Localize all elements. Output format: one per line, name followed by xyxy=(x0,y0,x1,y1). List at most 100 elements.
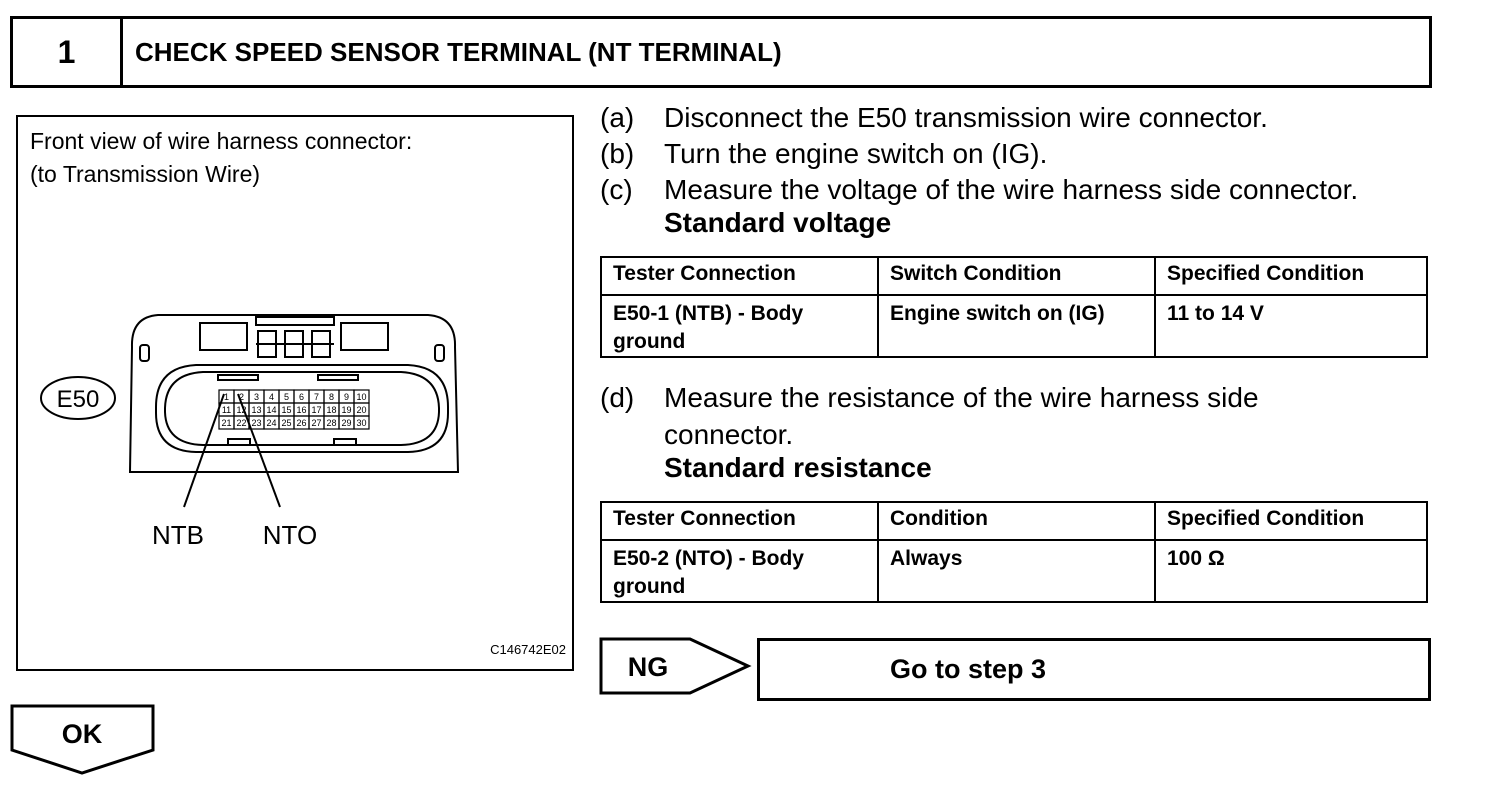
column-header: Tester Connection xyxy=(600,501,879,541)
connection-line: E50-2 (NTO) - Body xyxy=(613,547,804,570)
instruction-label: (a) xyxy=(600,102,635,133)
ok-arrow: OK xyxy=(10,704,155,775)
tester-connection-cell: E50-2 (NTO) - Body ground xyxy=(600,539,879,603)
goto-step-text: Go to step 3 xyxy=(890,654,1047,684)
instruction-label: (c) xyxy=(600,174,633,205)
instruction-text: Turn the engine switch on (IG). xyxy=(664,138,1048,169)
specified-condition-cell: 11 to 14 V xyxy=(1154,294,1428,358)
connector-pin-number: 11 xyxy=(222,405,231,415)
connector-pin-number: 2 xyxy=(239,392,244,402)
step-header: 1 CHECK SPEED SENSOR TERMINAL (NT TERMIN… xyxy=(10,16,1432,88)
connector-key xyxy=(217,374,259,381)
step-number: 1 xyxy=(13,19,123,85)
resistance-table: Tester Connection Condition Specified Co… xyxy=(600,501,1428,603)
connector-latch xyxy=(255,316,335,326)
connector-pin-number: 22 xyxy=(236,418,246,428)
connector-pin-number: 20 xyxy=(356,405,366,415)
connector-face xyxy=(155,364,449,453)
connector-pin-number: 3 xyxy=(254,392,259,402)
connector-pin-number: 16 xyxy=(296,405,306,415)
connector-pin-number: 24 xyxy=(266,418,276,428)
goto-step-box[interactable]: Go to step 3 xyxy=(757,638,1431,701)
resistance-heading: Standard resistance xyxy=(664,452,932,483)
connector-pin-number: 9 xyxy=(344,392,349,402)
table-row: E50-1 (NTB) - Body ground Engine switch … xyxy=(600,294,1428,358)
instruction-text: Measure the voltage of the wire harness … xyxy=(664,174,1359,205)
connector-pin-number: 6 xyxy=(299,392,304,402)
callout-ntb: NTB xyxy=(152,520,204,550)
column-header: Tester Connection xyxy=(600,256,879,296)
connector-housing xyxy=(128,314,460,473)
connector-figure: Front view of wire harness connector: (t… xyxy=(16,115,574,671)
column-header: Specified Condition xyxy=(1154,256,1428,296)
condition-cell: Always xyxy=(877,539,1156,603)
instruction-b: (b) Turn the engine switch on (IG). xyxy=(600,136,1430,172)
connector-pin-number: 25 xyxy=(281,418,291,428)
tester-connection-cell: E50-1 (NTB) - Body ground xyxy=(600,294,879,358)
connector-pin-number: 8 xyxy=(329,392,334,402)
instruction-d: (d) Measure the resistance of the wire h… xyxy=(600,380,1430,452)
connector-pin-number: 30 xyxy=(356,418,366,428)
connector-pin-number: 23 xyxy=(251,418,261,428)
ng-arrow: NG xyxy=(599,637,752,695)
connector-pin-number: 27 xyxy=(311,418,321,428)
connector-side-nub xyxy=(434,344,445,362)
connector-key xyxy=(317,374,359,381)
ng-label: NG xyxy=(628,652,669,682)
figure-caption-line1: Front view of wire harness connector: xyxy=(30,128,413,154)
connector-latch xyxy=(340,322,389,351)
connector-pin-number: 5 xyxy=(284,392,289,402)
instruction-text: Measure the resistance of the wire harne… xyxy=(664,382,1259,413)
step-title: CHECK SPEED SENSOR TERMINAL (NT TERMINAL… xyxy=(135,36,782,67)
connector-pin-number: 7 xyxy=(314,392,319,402)
connector-face xyxy=(164,371,440,446)
instruction-text: Disconnect the E50 transmission wire con… xyxy=(664,102,1268,133)
connector-pin-number: 29 xyxy=(341,418,351,428)
table-header-row: Tester Connection Switch Condition Speci… xyxy=(600,256,1428,296)
connection-line: ground xyxy=(613,330,686,353)
connection-line: ground xyxy=(613,575,686,598)
voltage-table: Tester Connection Switch Condition Speci… xyxy=(600,256,1428,358)
table-header-row: Tester Connection Condition Specified Co… xyxy=(600,501,1428,541)
instruction-a: (a) Disconnect the E50 transmission wire… xyxy=(600,100,1430,136)
table-row: E50-2 (NTO) - Body ground Always 100 Ω xyxy=(600,539,1428,603)
connector-side-nub xyxy=(139,344,150,362)
instruction-label: (b) xyxy=(600,138,635,169)
connector-pin-number: 10 xyxy=(356,392,366,402)
connector-pin-number: 15 xyxy=(281,405,291,415)
column-header: Specified Condition xyxy=(1154,501,1428,541)
connector-latch xyxy=(199,322,248,351)
connector-pin-number: 12 xyxy=(236,405,246,415)
connector-pin-number: 1 xyxy=(224,392,229,402)
nto-leader xyxy=(237,393,281,508)
figure-code: C146742E02 xyxy=(490,642,566,657)
connector-pin-number: 26 xyxy=(296,418,306,428)
connector-pin-number: 13 xyxy=(251,405,261,415)
connector-pin-number: 4 xyxy=(269,392,274,402)
connector-key xyxy=(333,438,357,446)
voltage-heading: Standard voltage xyxy=(664,207,892,238)
connector-pin-number: 19 xyxy=(341,405,351,415)
specified-condition-cell: 100 Ω xyxy=(1154,539,1428,603)
connector-pin-number: 17 xyxy=(311,405,321,415)
ok-label: OK xyxy=(62,719,103,749)
instruction-label: (d) xyxy=(600,382,635,413)
switch-condition-cell: Engine switch on (IG) xyxy=(877,294,1156,358)
connector-label-oval xyxy=(40,376,116,420)
instruction-text: connector. xyxy=(664,419,794,450)
connector-pin xyxy=(353,415,370,430)
figure-caption-line2: (to Transmission Wire) xyxy=(30,161,261,187)
connection-line: E50-1 (NTB) - Body xyxy=(613,302,804,325)
connector-pin-number: 14 xyxy=(266,405,276,415)
connector-pin-number: 18 xyxy=(326,405,336,415)
connector-key xyxy=(227,438,251,446)
ntb-leader xyxy=(183,393,225,508)
column-header: Switch Condition xyxy=(877,256,1156,296)
connector-label: E50 xyxy=(57,386,100,413)
callout-nto: NTO xyxy=(263,520,317,550)
connector-pin-number: 21 xyxy=(221,418,231,428)
column-header: Condition xyxy=(877,501,1156,541)
instruction-c: (c) Measure the voltage of the wire harn… xyxy=(600,172,1430,208)
connector-pin-number: 28 xyxy=(326,418,336,428)
